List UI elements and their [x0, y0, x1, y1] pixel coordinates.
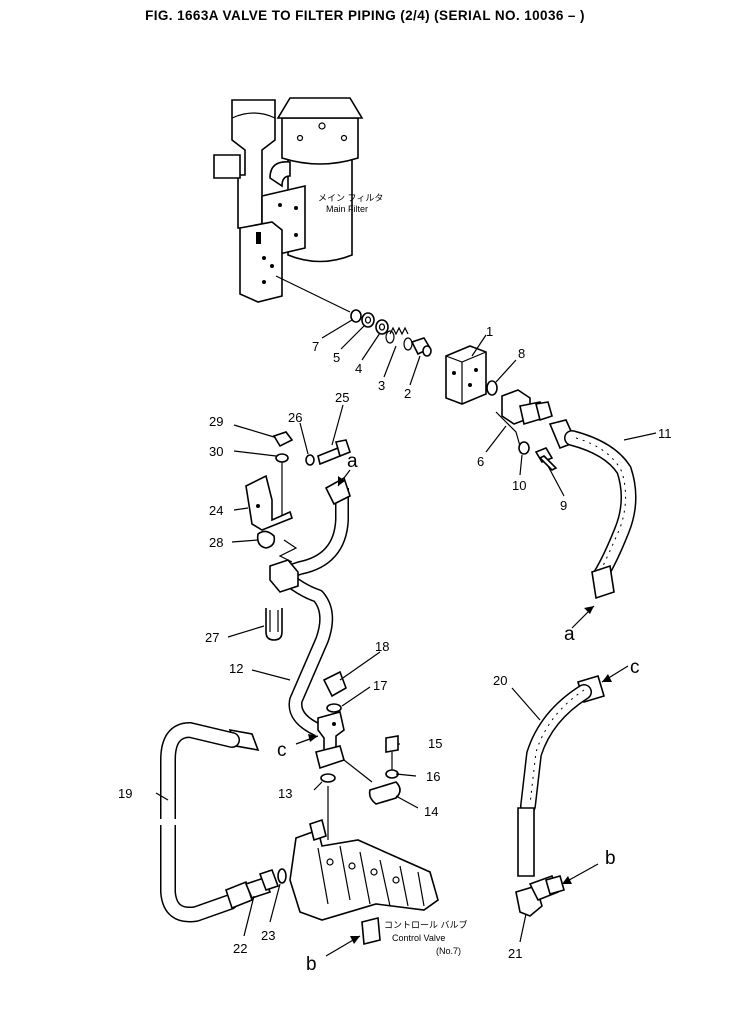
hose-20	[515, 675, 605, 917]
part-number: 12	[229, 661, 243, 676]
control-valve-label-no: (No.7)	[436, 946, 461, 956]
part-number: 18	[375, 639, 389, 654]
part-number: 4	[355, 361, 362, 376]
part-number: 24	[209, 503, 223, 518]
part-number: 17	[373, 678, 387, 693]
part-number: 16	[426, 769, 440, 784]
hose-11	[548, 419, 637, 600]
part-number: 13	[278, 786, 292, 801]
part-number: 30	[209, 444, 223, 459]
control-valve-label-jp: コントロール バルブ	[384, 919, 468, 930]
connection-arrows	[295, 469, 629, 957]
connection-letter: a	[564, 624, 575, 645]
part-number: 11	[658, 426, 672, 441]
part-number: 19	[118, 786, 132, 801]
part-number: 5	[333, 350, 340, 365]
main-filter-drawing	[213, 97, 364, 303]
part-number: 21	[508, 946, 522, 961]
main-filter-label-en: Main Filter	[326, 204, 368, 214]
connection-letters: a a b b c c	[277, 451, 640, 975]
part-number: 14	[424, 804, 438, 819]
part-number: 10	[512, 478, 526, 493]
part-number: 22	[233, 941, 247, 956]
part-number: 9	[560, 498, 567, 513]
part-number: 3	[378, 378, 385, 393]
main-filter-label-jp: メイン フィルタ	[318, 193, 383, 203]
part-number: 25	[335, 390, 349, 405]
part-number: 8	[518, 346, 525, 361]
part-number: 27	[205, 630, 219, 645]
part-number: 7	[312, 339, 319, 354]
control-valve-label-en: Control Valve	[392, 933, 445, 943]
valve-fittings	[315, 670, 401, 840]
connection-letter: c	[630, 657, 640, 678]
connection-letter: b	[605, 848, 616, 869]
connection-letter: b	[306, 954, 317, 975]
bracket-group	[245, 431, 351, 641]
figure-title: FIG. 1663A VALVE TO FILTER PIPING (2/4) …	[145, 8, 585, 23]
part-number: 6	[477, 454, 484, 469]
part-number: 2	[404, 386, 411, 401]
part-number: 29	[209, 414, 223, 429]
control-valve-drawing	[289, 818, 439, 946]
connection-letter: c	[277, 740, 287, 761]
fitting-chain	[275, 275, 558, 471]
part-number: 1	[486, 324, 493, 339]
tube-12	[269, 476, 351, 737]
part-callouts: 1 2 3 4 5 6 7 8 9 10 11 12 13 14 15 16 1…	[118, 324, 672, 961]
connection-letter: a	[347, 451, 358, 472]
part-number: 23	[261, 928, 275, 943]
part-number: 20	[493, 673, 507, 688]
part-number: 26	[288, 410, 302, 425]
leader-lines	[155, 319, 657, 943]
part-number: 15	[428, 736, 442, 751]
part-number: 28	[209, 535, 223, 550]
hose-19	[160, 721, 287, 923]
